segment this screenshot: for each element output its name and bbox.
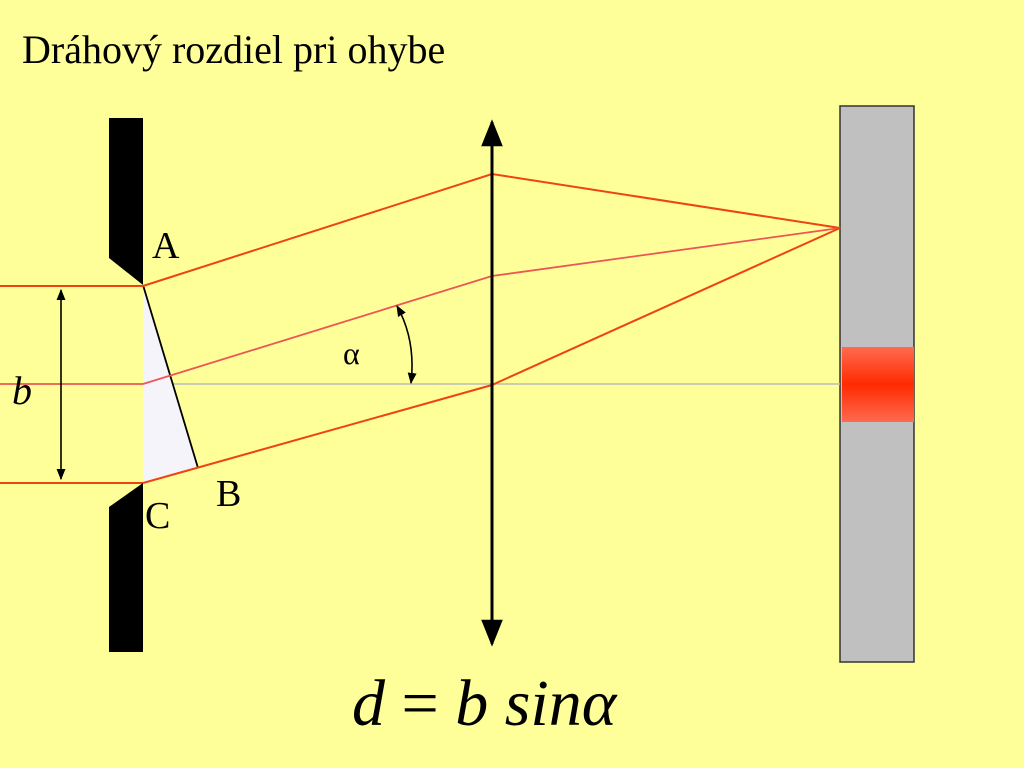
page-title: Dráhový rozdiel pri ohybe [22, 27, 446, 72]
slit-upper-jaw [109, 118, 143, 285]
path-difference-triangle [143, 285, 198, 483]
label-point-b: B [216, 473, 241, 515]
path-difference-formula: d = b sinα [352, 666, 616, 742]
label-point-a: A [152, 225, 180, 267]
formula-d: d [352, 667, 385, 740]
formula-alpha: α [581, 667, 617, 740]
formula-sin: sin [504, 667, 582, 740]
label-point-c: C [145, 495, 170, 537]
slit-lower-jaw [109, 483, 143, 652]
screen-bright-spot [842, 347, 914, 422]
formula-b: b [455, 667, 489, 740]
angle-arc [396, 305, 417, 385]
label-angle: α [343, 335, 360, 371]
label-slit-width: b [12, 368, 32, 413]
wavefront-line-ab [142, 284, 199, 469]
formula-equals: = [401, 667, 439, 740]
